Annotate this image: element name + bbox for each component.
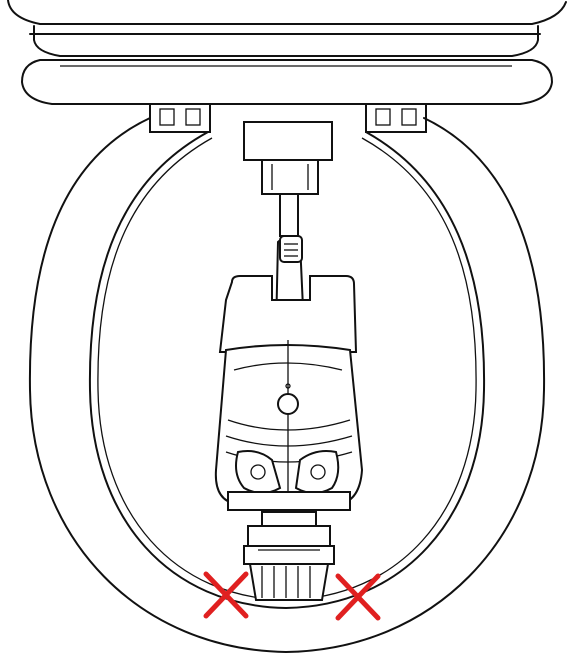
right-hinge-bracket — [365, 103, 427, 133]
top-plate — [7, 0, 567, 105]
right-cross-mark — [335, 573, 381, 621]
left-hinge-bracket — [149, 103, 211, 133]
outer-loop — [28, 117, 546, 653]
left-cross-mark — [203, 571, 249, 619]
housing-lower-lobes — [227, 450, 351, 511]
center-mount — [243, 121, 333, 237]
inner-loop — [88, 131, 486, 609]
bottom-connector — [243, 511, 335, 601]
